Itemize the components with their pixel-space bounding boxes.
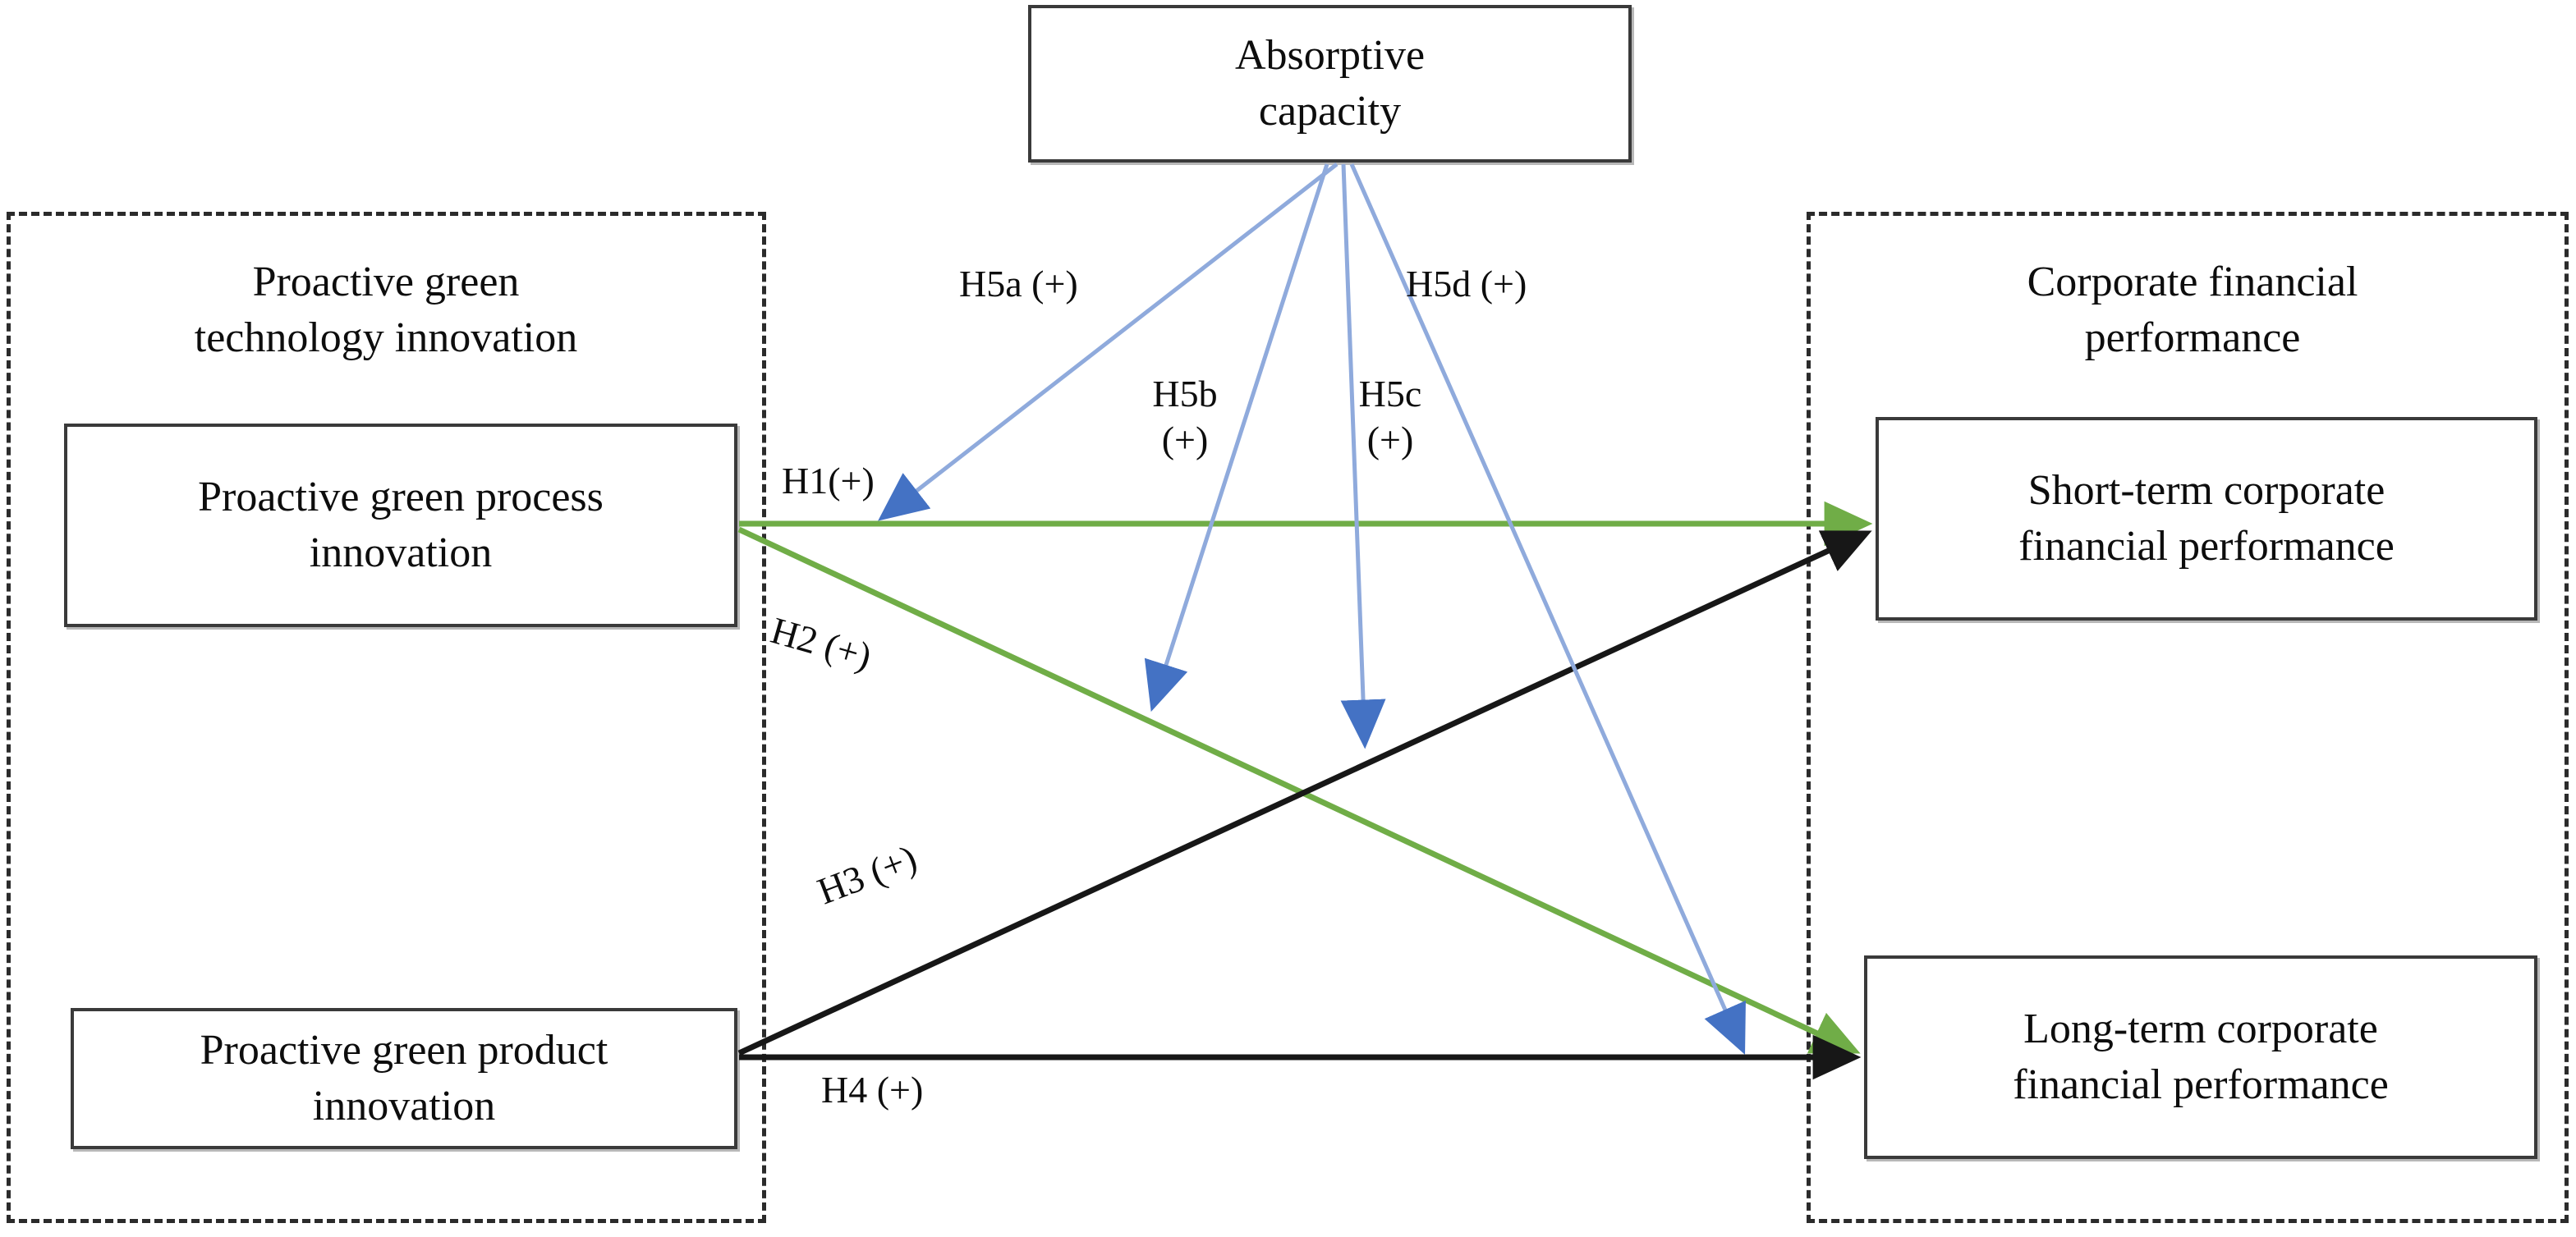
path-label-h1: H1(+) — [782, 460, 875, 502]
group-title-corporate-financial-performance: Corporate financial performance — [2027, 259, 2358, 361]
arrow-h3 — [737, 530, 1872, 1056]
group-title-green-technology-innovation: Proactive green technology innovation — [194, 259, 578, 361]
path-label-h5c: H5c (+) — [1358, 373, 1422, 461]
node-short-term-corporate-financial-performance: Short-term corporate financial performan… — [1876, 417, 2537, 621]
node-long-term-corporate-financial-performance: Long-term corporate financial performanc… — [1864, 955, 2537, 1159]
path-label-h5a: H5a (+) — [959, 263, 1078, 305]
node-proactive-green-process-innovation: Proactive green process innovation — [64, 424, 737, 627]
path-label-h5d: H5d (+) — [1406, 263, 1527, 305]
path-label-h2: H2 (+) — [766, 608, 876, 678]
arrow-h5a — [878, 163, 1339, 521]
path-label-h4: H4 (+) — [821, 1069, 924, 1111]
path-label-h5b: H5b (+) — [1152, 373, 1218, 461]
path-label-h3: H3 (+) — [811, 836, 923, 913]
node-proactive-green-product-innovation: Proactive green product innovation — [71, 1008, 737, 1149]
node-absorptive-capacity: Absorptive capacity — [1028, 5, 1632, 163]
arrow-h2 — [737, 526, 1861, 1054]
